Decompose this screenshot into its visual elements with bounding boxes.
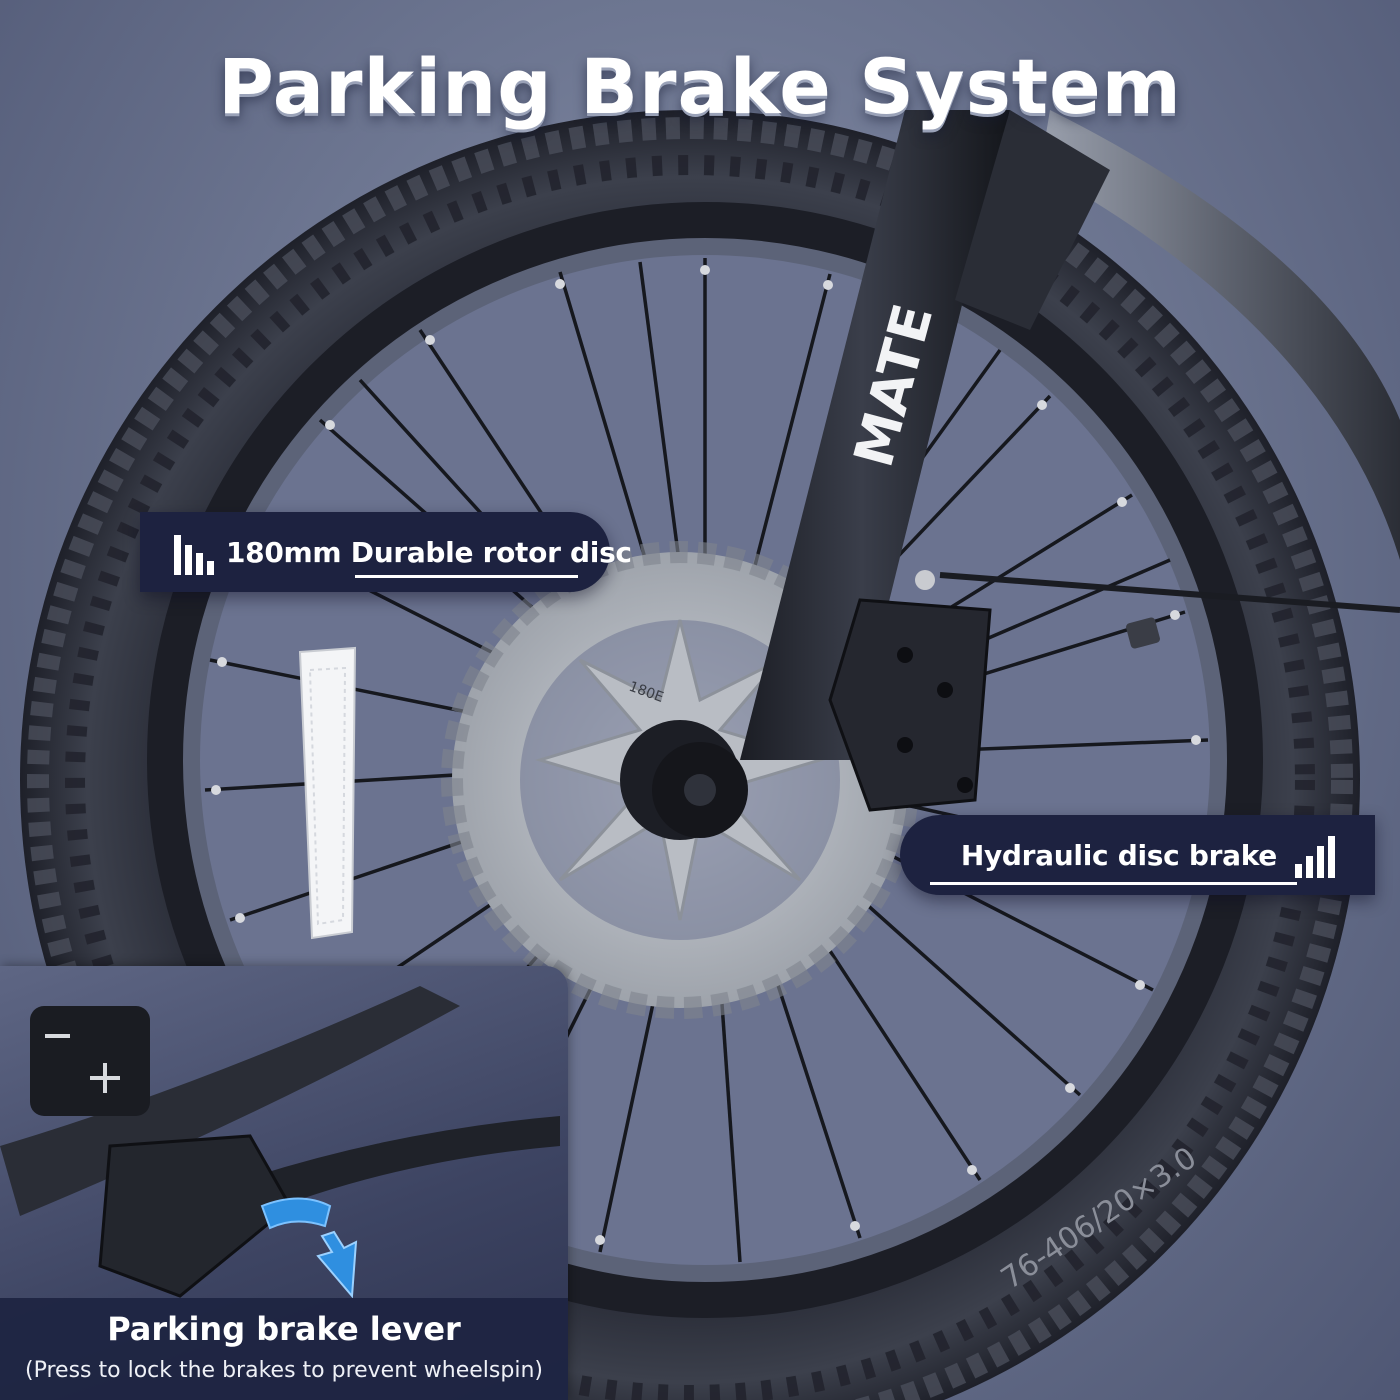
spoke-nipples: [211, 265, 1201, 1245]
brake-caliper: [828, 570, 992, 812]
tire-valve: [1126, 617, 1160, 649]
brake-lever: [120, 1116, 560, 1266]
suspension-fork: MATE: [740, 110, 1110, 760]
rotor-disc-label: 180mm Durable rotor disc: [226, 535, 632, 569]
spoke-reflector: [298, 646, 357, 940]
callout-underline: [355, 575, 578, 578]
page-title: Parking Brake System: [218, 42, 1182, 131]
fender: [1040, 110, 1400, 560]
signal-bars-icon: [1295, 832, 1335, 878]
axle-rod: [939, 572, 1400, 613]
hydraulic-brake-label: Hydraulic disc brake: [960, 838, 1277, 872]
rotor-disc-callout: 180mm Durable rotor disc: [140, 512, 632, 592]
signal-bars-icon: [174, 529, 214, 575]
lever-body: [98, 1134, 292, 1298]
control-button-pad: [30, 1006, 150, 1116]
arrow-icon: [316, 1230, 358, 1299]
inset-caption: Parking brake lever (Press to lock the b…: [0, 1298, 568, 1400]
handlebar-photo: [0, 986, 560, 1299]
hydraulic-brake-callout: Hydraulic disc brake: [900, 815, 1375, 895]
wheel-hub: [652, 742, 748, 838]
callout-underline: [930, 882, 1297, 885]
parking-lever-title: Parking brake lever: [107, 1310, 461, 1348]
parking-lock-tab: [260, 1197, 332, 1230]
parking-lever-inset: Parking brake lever (Press to lock the b…: [0, 966, 568, 1400]
parking-lever-subtitle: (Press to lock the brakes to prevent whe…: [25, 1358, 543, 1383]
